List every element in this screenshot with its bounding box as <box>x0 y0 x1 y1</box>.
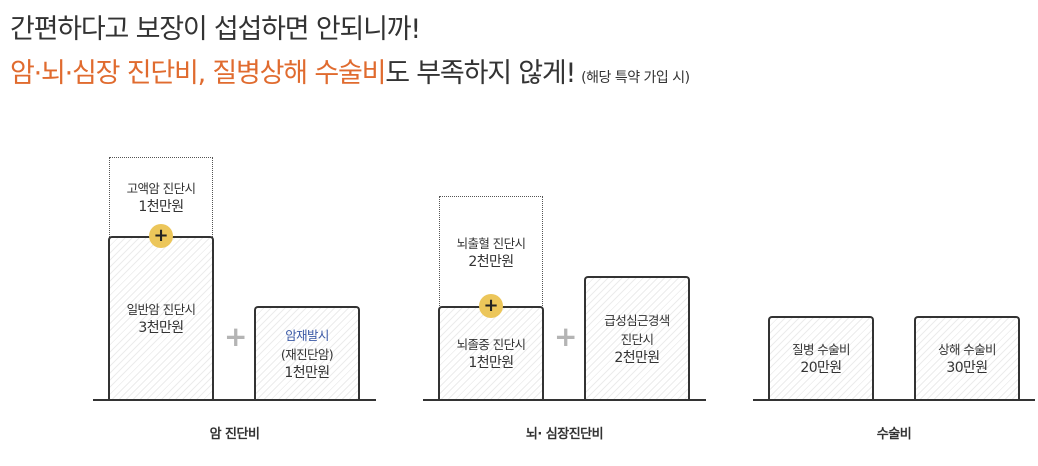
brain-extra-box: 뇌출혈 진단시 2천만원 <box>439 196 543 308</box>
brain-extra-amount: 2천만원 <box>468 253 514 270</box>
brain-main-title: 뇌졸중 진단시 <box>456 337 526 352</box>
cancer-extra-amount: 1천만원 <box>138 198 184 215</box>
surgery-group-label: 수술비 <box>876 427 912 442</box>
headline-line-2: 암·뇌·심장 진단비, 질병상해 수술비도 부족하지 않게! (해당 특약 가입 … <box>10 56 690 96</box>
headline-line-1: 간편하다고 보장이 섭섭하면 안되니까! <box>10 14 421 45</box>
headline-note: (해당 특약 가입 시) <box>581 70 690 86</box>
brain-main-amount: 1천만원 <box>468 355 514 371</box>
cancer-plus-badge-icon: + <box>149 224 173 248</box>
cancer-side-amount: 1천만원 <box>284 364 330 381</box>
heart-side-title-line-2: 진단시 <box>620 331 654 347</box>
cancer-plus-icon: + <box>224 320 248 353</box>
cancer-side-box: 암재발시 (재진단암) 1천만원 <box>254 306 360 400</box>
surgery-baseline <box>753 399 1035 401</box>
headline-rest: 도 부족하지 않게! <box>385 58 576 89</box>
disease-surgery-amount: 20만원 <box>800 360 842 376</box>
disease-surgery-box: 질병 수술비 20만원 <box>768 316 874 400</box>
heart-side-amount: 2천만원 <box>614 349 660 366</box>
brain-plus-badge-icon: + <box>479 294 503 318</box>
cancer-side-subtitle: (재진단암) <box>280 346 334 362</box>
heart-side-title-line-1: 급성심근경색 <box>604 312 670 328</box>
headline: 간편하다고 보장이 섭섭하면 안되니까! 암·뇌·심장 진단비, 질병상해 수술… <box>10 12 690 96</box>
brain-heart-baseline <box>423 399 706 401</box>
brain-heart-group-label: 뇌· 심장진단비 <box>525 427 604 442</box>
cancer-main-title: 일반암 진단시 <box>126 302 196 317</box>
cancer-side-title: 암재발시 <box>285 327 329 343</box>
brain-extra-title: 뇌출혈 진단시 <box>456 235 526 251</box>
headline-highlight: 암·뇌·심장 진단비, 질병상해 수술비 <box>10 58 386 89</box>
disease-surgery-title: 질병 수술비 <box>792 342 850 357</box>
brain-plus-icon: + <box>554 320 578 353</box>
cancer-baseline <box>93 399 376 401</box>
cancer-group-label: 암 진단비 <box>209 427 260 442</box>
cancer-extra-title: 고액암 진단시 <box>126 180 196 196</box>
injury-surgery-box: 상해 수술비 30만원 <box>914 316 1020 400</box>
cancer-extra-box: 고액암 진단시 1천만원 <box>109 157 213 237</box>
cancer-main-amount: 3천만원 <box>138 320 184 336</box>
injury-surgery-title: 상해 수술비 <box>938 342 996 357</box>
brain-main-box: 뇌졸중 진단시 1천만원 <box>438 306 544 400</box>
injury-surgery-amount: 30만원 <box>946 360 988 376</box>
cancer-main-box: 일반암 진단시 3천만원 <box>108 236 214 400</box>
heart-side-box: 급성심근경색 진단시 2천만원 <box>584 276 690 400</box>
